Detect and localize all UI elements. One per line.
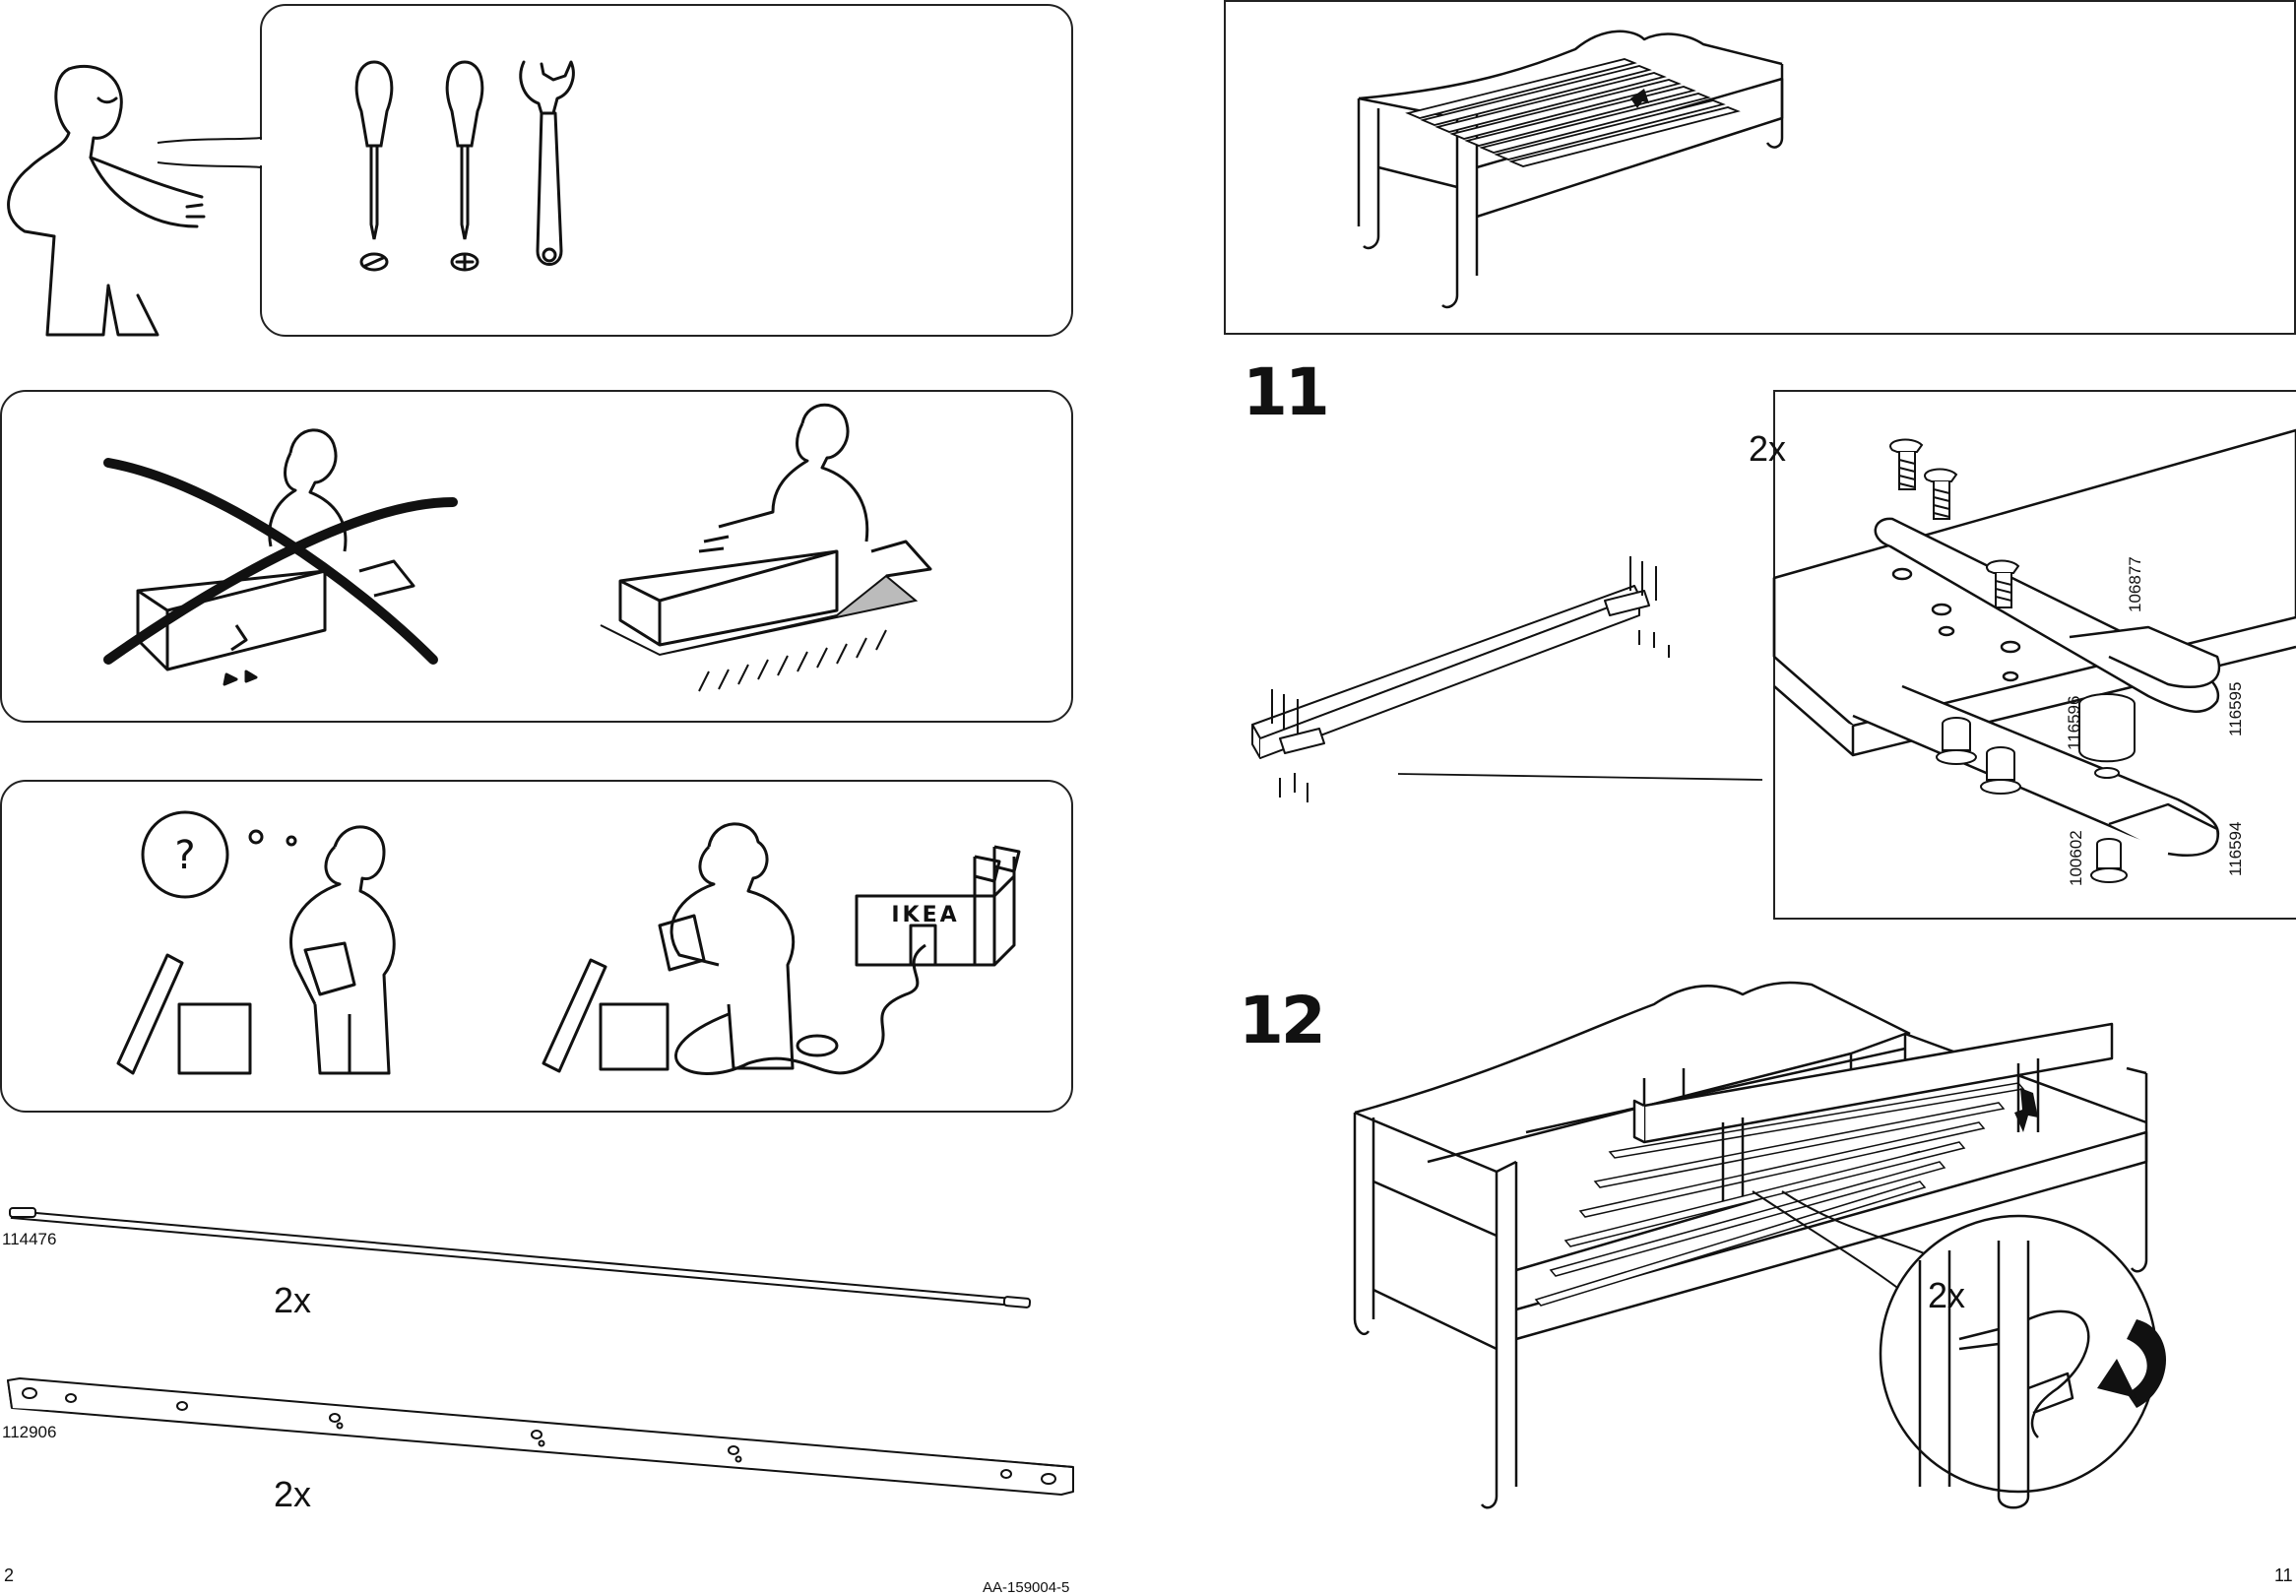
part-number-114476: 114476: [2, 1230, 57, 1248]
rail-with-hinge-brackets-illustration: [1250, 551, 1723, 817]
step-12-number: 12: [1239, 983, 1326, 1058]
tools-panel: [260, 4, 1073, 337]
assembly-on-rug-illustration: [591, 404, 965, 719]
step-11-number: 11: [1243, 354, 1330, 430]
step-12-quantity: 2x: [1928, 1275, 1966, 1315]
document-id: AA-159004-5: [983, 1579, 1070, 1596]
part-rail-illustration: [0, 1369, 1083, 1506]
right-page-number: 11: [2274, 1565, 2293, 1585]
step-11-quantity: 2x: [1749, 428, 1787, 469]
flathead-screwdriver-icon: [350, 57, 399, 274]
part-number-100602: 100602: [2067, 830, 2085, 886]
pointing-man-illustration: [0, 59, 266, 345]
left-page-number: 2: [4, 1565, 15, 1585]
part-number-116596: 116596: [2065, 695, 2083, 750]
man-calling-ikea-illustration: IKEA: [532, 817, 1044, 1093]
part-number-116595: 116595: [2226, 681, 2245, 736]
phillips-screwdriver-icon: [440, 57, 489, 274]
assembly-on-hard-floor-crossed-illustration: [98, 414, 473, 709]
part-number-106877: 106877: [2126, 556, 2144, 612]
daybed-frame-installation-illustration: [1349, 975, 2166, 1516]
adjustable-wrench-icon: [514, 54, 583, 276]
part-number-112906: 112906: [2, 1423, 57, 1441]
completed-bed-frame-panel: [1224, 0, 2296, 335]
part-quantity-114476: 2x: [274, 1280, 312, 1320]
hinge-detail-illustration: [1774, 391, 2296, 919]
question-mark-icon: ?: [174, 833, 195, 878]
confused-man-missing-parts-illustration: ?: [108, 807, 423, 1103]
part-rod-illustration: [0, 1191, 1044, 1319]
part-number-116594: 116594: [2226, 821, 2245, 876]
bed-with-slats-illustration: [1349, 20, 1802, 315]
speech-bubble-tail: [158, 118, 268, 226]
part-quantity-112906: 2x: [274, 1474, 312, 1514]
ikea-store-sign: IKEA: [891, 903, 959, 927]
